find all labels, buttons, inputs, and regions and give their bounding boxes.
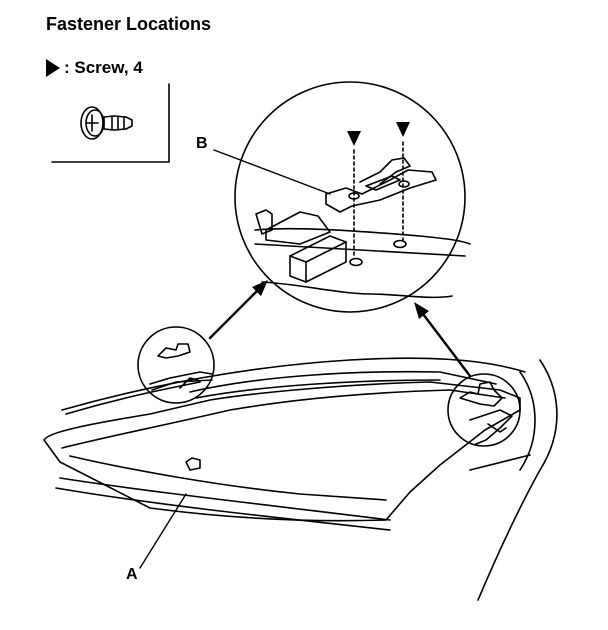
detail-circle-enlarged xyxy=(234,81,471,313)
screw-legend-box xyxy=(51,83,170,163)
screw-marker-icons xyxy=(347,122,410,146)
arrowheads xyxy=(252,280,429,319)
screw-icon xyxy=(80,106,133,140)
legend-text: : Screw, 4 xyxy=(64,58,143,77)
vehicle-roof xyxy=(55,357,558,601)
screw-marker-icon xyxy=(347,131,361,146)
fastener-legend: : Screw, 4 xyxy=(46,58,143,78)
leader-lines xyxy=(139,149,331,569)
callout-label-a: A xyxy=(126,566,138,583)
detail-arrows xyxy=(208,284,472,378)
callout-label-b: B xyxy=(196,135,208,152)
detail-circle-right xyxy=(447,373,521,447)
arrow-up-left-icon xyxy=(414,302,429,319)
sunroof-glass-a xyxy=(43,370,521,522)
arrow-up-right-icon xyxy=(252,280,268,296)
triangle-marker-icon xyxy=(46,59,60,77)
screw-marker-icon xyxy=(396,122,410,137)
detail-circle-left xyxy=(137,326,215,404)
page-title: Fastener Locations xyxy=(46,14,212,34)
